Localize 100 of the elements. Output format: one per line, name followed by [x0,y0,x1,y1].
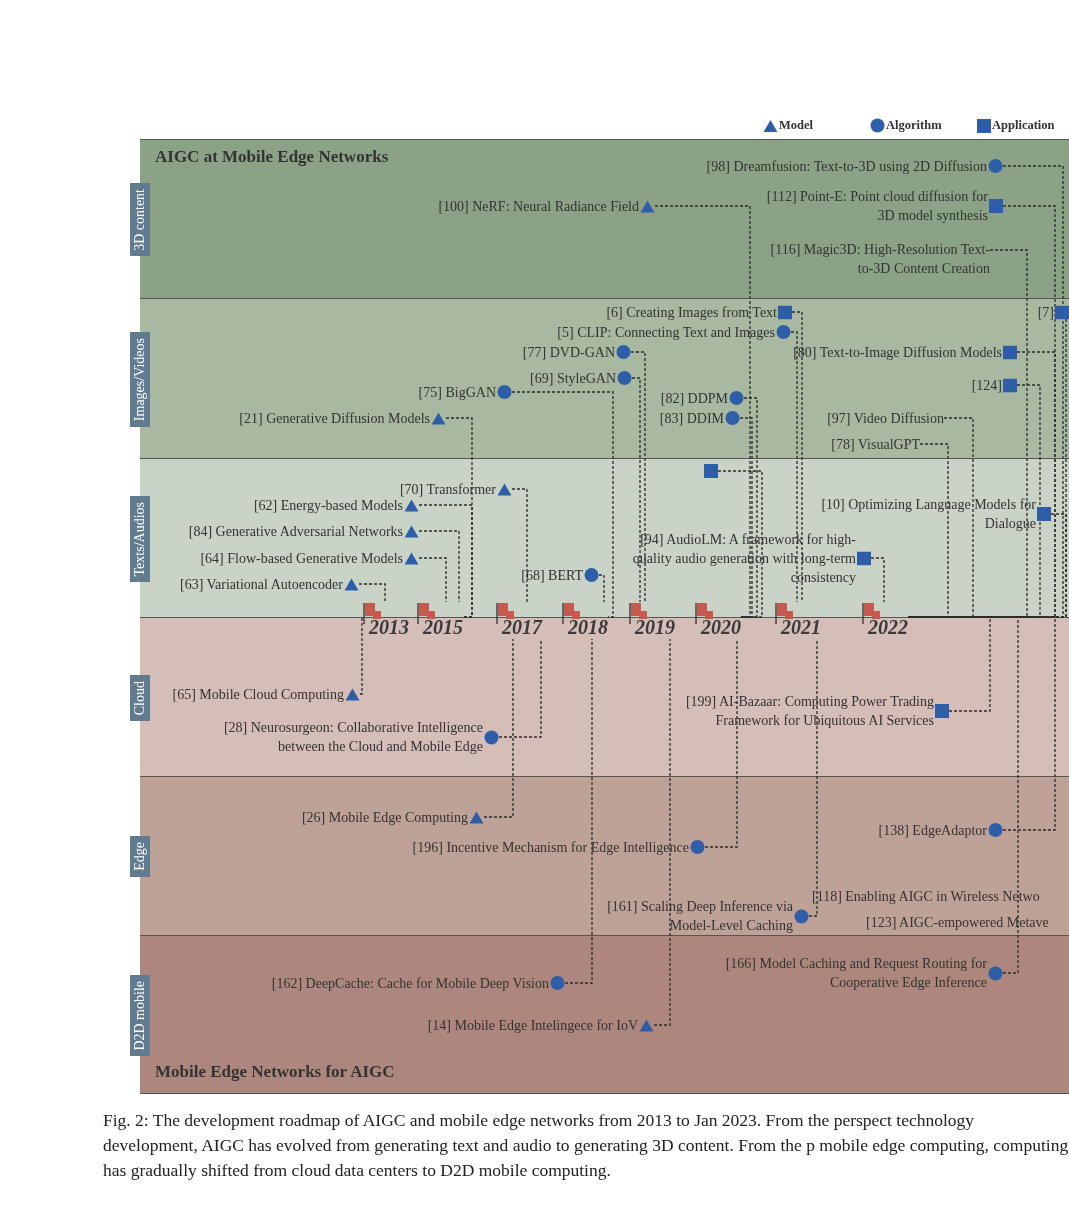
dashed-connector [704,638,738,848]
triangle-icon [497,482,512,496]
circle-icon [584,567,599,583]
year-label: 2022 [868,616,908,639]
reference-label: [84] Generative Adversarial Networks [188,522,403,541]
reference-label: [100] NeRF: Neural Radiance Field [438,197,639,216]
circle-icon [988,822,1003,838]
reference-label: [162] DeepCache: Cache for Mobile Deep Vision [271,974,549,993]
reference-label: [64] Flow-based Generative Models [200,549,403,568]
lane-tab: D2D mobile [130,974,150,1057]
square-icon [857,551,871,565]
reference-label: [63] Variational Autoencoder [179,575,343,594]
section-heading: AIGC at Mobile Edge Networks [155,147,389,167]
reference-label: [7] [1037,303,1054,322]
dashed-connector [511,391,614,618]
square-icon [935,704,949,718]
square-icon [704,464,718,478]
circle-icon [484,729,499,745]
triangle-icon [431,411,446,425]
triangle-icon [404,551,419,565]
reference-label: [77] DVD-GAN [522,343,615,362]
circle-icon [794,908,809,924]
dashed-connector [483,638,514,818]
legend-label: Model [779,118,814,133]
dashed-connector [498,638,542,738]
year-label: 2020 [701,616,741,639]
reference-label: [116] Magic3D: High-Resolution Text-to-3D Content Creation [770,240,990,278]
circle-icon [616,344,631,360]
reference-label: [70] Transformer [399,480,496,499]
reference-label: [26] Mobile Edge Computing [301,808,468,827]
reference-label: [98] Dreamfusion: Text-to-3D using 2D Diffusion [706,157,987,176]
year-label: 2013 [369,616,409,639]
reference-label: [6] Creating Images from Text [606,303,777,322]
dashed-connector [630,351,646,603]
lane-tab: Images/Videos [130,331,150,427]
reference-label: [78] VisualGPT [831,434,920,454]
square-icon [1003,345,1017,359]
square-icon [989,199,1003,213]
reference-label: [112] Point-E: Point cloud diffusion for 3D model synthesis [765,188,988,225]
reference-label: [124] [971,376,1002,395]
reference-label: [138] EdgeAdaptor [878,821,987,840]
dashed-connector [418,504,473,618]
square-icon [1003,378,1017,392]
triangle-icon [404,524,419,538]
square-icon [1037,507,1051,521]
triangle-icon [404,498,419,512]
reference-label: [82] DDPM [660,389,728,408]
circle-icon [776,324,791,340]
dashed-connector [740,397,758,618]
triangle-icon [639,1018,654,1032]
dashed-connector [418,530,460,603]
circle-icon [550,975,565,991]
circle-icon [617,370,632,386]
section-heading: Mobile Edge Networks for AIGC [155,1062,395,1082]
triangle-icon [469,810,484,824]
reference-label: [199] AI-Bazaar: Computing Power Trading Framework for Ubiquitous AI Services [684,693,934,730]
reference-label: [161] Scaling Deep Inference via Model-Level Caching [606,898,793,935]
lane-tab: Texts/Audios [130,495,150,582]
lane-tab: Edge [130,836,150,877]
dashed-connector [359,616,364,695]
dashed-connector [739,417,753,618]
reference-label: [65] Mobile Cloud Computing [172,685,344,704]
dashed-connector [870,557,885,603]
reference-label: [68] BERT [521,566,583,585]
reference-label: [80] Text-to-Image Diffusion Models [793,343,1002,362]
year-label: 2018 [568,616,608,639]
reference-label: [166] Model Caching and Request Routing for Cooperative Edge Inference [724,955,987,992]
reference-label: [10] Optimizing Language Models for Dialogue [820,496,1036,533]
dashed-connector [358,583,386,603]
square-icon [778,305,792,319]
dashed-connector [790,331,798,603]
reference-label: [21] Generative Diffusion Models [239,409,430,428]
reference-label: [69] StyleGAN [530,369,616,388]
circle-icon [725,410,740,426]
circle-icon [690,839,705,855]
reference-label: [118] Enabling AIGC in Wireless Netwo [812,886,1040,906]
dashed-connector [808,638,818,917]
circle-icon [988,158,1003,174]
reference-label: [5] CLIP: Connecting Text and Images [557,323,775,342]
reference-label: [62] Energy-based Models [253,497,403,515]
triangle-icon [345,687,360,701]
lane-tab: 3D content [130,182,150,257]
square-icon [1055,305,1069,319]
reference-label: [14] Mobile Edge Intelingece for IoV [427,1016,638,1035]
dashed-connector [598,574,605,603]
lane-tab: Cloud [130,674,150,721]
year-label: 2017 [502,616,542,639]
dashed-connector [653,638,671,1026]
reference-label: [28] Neurosurgeon: Collaborative Intelligence between the Cloud and Mobile Edge [222,719,483,756]
dashed-connector [511,488,528,603]
reference-label: [196] Incentive Mechanism for Edge Intelligence [412,838,689,857]
reference-label: [97] Video Diffusion [827,408,944,428]
circle-icon [988,965,1003,981]
reference-label: [75] BigGAN [418,383,496,402]
reference-label: [83] DDIM [659,409,724,428]
dashed-connector [631,377,641,603]
year-label: 2015 [423,616,463,639]
triangle-icon [640,199,655,213]
dashed-connector [717,470,763,618]
figure-caption: Fig. 2: The development roadmap of AIGC and mobile edge networks from 2013 to Jan 2023. From the perspect technology development, AIGC has evolved from generating text and audio to generating 3D content. From the p mobile edge computing, computing has gradually shifted from cloud data centers to D2D mobile computing. [103,1109,1069,1182]
